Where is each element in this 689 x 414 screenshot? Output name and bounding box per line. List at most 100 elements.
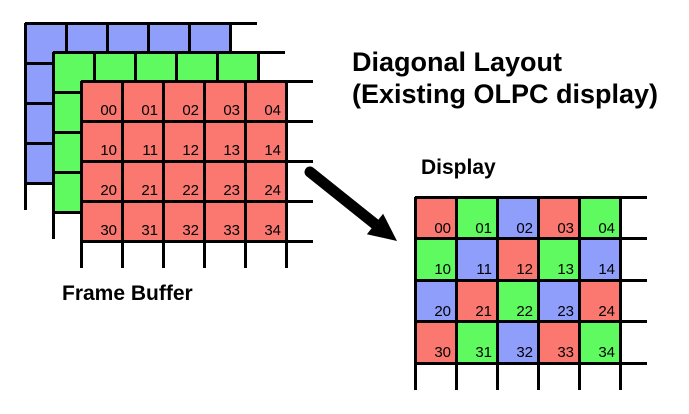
display-grid-line bbox=[415, 237, 647, 240]
display-cell-label-03: 03 bbox=[557, 219, 574, 237]
display-label: Display bbox=[421, 156, 496, 179]
display-cell-label-30: 30 bbox=[434, 344, 451, 361]
frame-buffer-red-cell-label-03: 03 bbox=[223, 102, 240, 119]
display-grid-line bbox=[415, 320, 647, 323]
frame-buffer-red-grid-line bbox=[81, 79, 313, 83]
display-grid-line bbox=[454, 197, 458, 390]
frame-buffer-red-cell-label-11: 11 bbox=[142, 142, 158, 159]
frame-buffer-red-cell-label-01: 01 bbox=[141, 102, 158, 119]
display-cell-30: 30 bbox=[415, 321, 456, 363]
display-cell-label-34: 34 bbox=[598, 344, 615, 361]
frame-buffer-red-grid-line bbox=[243, 81, 247, 268]
display-cell-02: 02 bbox=[497, 197, 538, 239]
display-cell-label-01: 01 bbox=[475, 219, 492, 237]
frame-buffer-red-grid-line bbox=[81, 159, 313, 163]
display-cell-21: 21 bbox=[456, 280, 497, 322]
frame-buffer-red-cell-label-34: 34 bbox=[264, 222, 281, 239]
frame-buffer-red-cell-label-02: 02 bbox=[182, 102, 199, 119]
display-cell-33: 33 bbox=[538, 321, 579, 363]
frame-buffer-red-grid-line bbox=[202, 81, 206, 268]
display-cell-13: 13 bbox=[538, 238, 579, 280]
display-cell-label-13: 13 bbox=[557, 261, 574, 278]
display-grid-line bbox=[577, 197, 581, 390]
frame-buffer-red-cell-label-20: 20 bbox=[100, 182, 117, 199]
frame-buffer-red-cell-label-31: 31 bbox=[141, 222, 158, 239]
frame-buffer-red-cell-14: 14 bbox=[245, 121, 286, 161]
frame-buffer-red-cell-32: 32 bbox=[163, 201, 204, 241]
frame-buffer-red-cell-13: 13 bbox=[204, 121, 245, 161]
frame-buffer-red-cell-label-32: 32 bbox=[182, 222, 199, 239]
display-grid-line bbox=[618, 197, 622, 390]
display-grid-line bbox=[415, 278, 647, 282]
frame-buffer-blue-grid-line bbox=[23, 23, 27, 210]
frame-buffer-red-cell-label-10: 10 bbox=[100, 142, 117, 159]
frame-buffer-red-cell-label-30: 30 bbox=[100, 222, 117, 239]
frame-buffer-red-cell-24: 24 bbox=[245, 161, 286, 201]
display-cell-01: 01 bbox=[456, 197, 497, 239]
frame-buffer-red-cell-10: 10 bbox=[81, 121, 122, 161]
display-cell-34: 34 bbox=[579, 321, 620, 363]
arrow-icon bbox=[304, 166, 397, 241]
display-cell-label-33: 33 bbox=[557, 344, 574, 361]
display-grid-line bbox=[415, 195, 647, 199]
frame-buffer-red-cell-11: 11 bbox=[122, 121, 163, 161]
frame-buffer-red-cell-label-21: 21 bbox=[141, 182, 158, 199]
display-cell-11: 11 bbox=[456, 238, 497, 280]
display-cell-23: 23 bbox=[538, 280, 579, 322]
display-cell-label-22: 22 bbox=[516, 302, 533, 320]
display-cell-14: 14 bbox=[579, 238, 620, 280]
display-cell-label-23: 23 bbox=[557, 302, 574, 320]
frame-buffer-red-grid-line bbox=[81, 239, 313, 243]
display-cell-00: 00 bbox=[415, 197, 456, 239]
frame-buffer-red-grid-line bbox=[81, 119, 313, 123]
display-grid-line bbox=[495, 197, 499, 390]
frame-buffer-green-grid-line bbox=[53, 50, 285, 54]
display-cell-32: 32 bbox=[497, 321, 538, 363]
frame-buffer-red-cell-03: 03 bbox=[204, 81, 245, 121]
frame-buffer-red-cell-02: 02 bbox=[163, 81, 204, 121]
display-cell-label-21: 21 bbox=[475, 302, 492, 320]
frame-buffer-red-cell-label-24: 24 bbox=[264, 182, 281, 199]
display-cell-label-32: 32 bbox=[516, 344, 533, 361]
display-grid-line bbox=[413, 197, 417, 390]
display-cell-22: 22 bbox=[497, 280, 538, 322]
diagram-title-line2: (Existing OLPC display) bbox=[352, 79, 659, 109]
frame-buffer-red-cell-34: 34 bbox=[245, 201, 286, 241]
frame-buffer-red-cell-04: 04 bbox=[245, 81, 286, 121]
frame-buffer-red-cell-label-23: 23 bbox=[223, 182, 240, 199]
frame-buffer-red-cell-01: 01 bbox=[122, 81, 163, 121]
frame-buffer-red-cell-31: 31 bbox=[122, 201, 163, 241]
frame-buffer-red-grid-line bbox=[161, 81, 165, 268]
frame-buffer-red-cell-00: 00 bbox=[81, 81, 122, 121]
display-grid-line bbox=[536, 197, 540, 390]
display-cell-label-11: 11 bbox=[476, 261, 492, 278]
display-cell-10: 10 bbox=[415, 238, 456, 280]
frame-buffer-label: Frame Buffer bbox=[62, 282, 193, 305]
display-cell-24: 24 bbox=[579, 280, 620, 322]
display-grid-line bbox=[415, 361, 647, 365]
frame-buffer-red-cell-label-04: 04 bbox=[264, 102, 281, 119]
frame-buffer-red-grid-line bbox=[81, 199, 313, 203]
display-cell-label-31: 31 bbox=[475, 344, 492, 361]
display-cell-label-00: 00 bbox=[434, 219, 451, 237]
frame-buffer-red-cell-label-12: 12 bbox=[182, 142, 199, 159]
frame-buffer-red-cell-label-00: 00 bbox=[100, 102, 117, 119]
frame-buffer-red-cell-33: 33 bbox=[204, 201, 245, 241]
diagram-title: Diagonal Layout (Existing OLPC display) bbox=[352, 46, 658, 110]
frame-buffer-red-cell-20: 20 bbox=[81, 161, 122, 201]
display-cell-31: 31 bbox=[456, 321, 497, 363]
frame-buffer-red-cell-21: 21 bbox=[122, 161, 163, 201]
display-cell-label-02: 02 bbox=[516, 219, 533, 237]
display-cell-label-12: 12 bbox=[516, 261, 533, 278]
display-cell-label-14: 14 bbox=[598, 261, 615, 278]
frame-buffer-green-grid-line bbox=[51, 52, 55, 239]
frame-buffer-red-grid-line bbox=[120, 81, 124, 268]
frame-buffer-red-cell-12: 12 bbox=[163, 121, 204, 161]
display-cell-label-10: 10 bbox=[434, 261, 451, 278]
frame-buffer-red-cell-label-33: 33 bbox=[223, 222, 240, 239]
frame-buffer-red-cell-23: 23 bbox=[204, 161, 245, 201]
display-cell-04: 04 bbox=[579, 197, 620, 239]
diagram-title-line1: Diagonal Layout bbox=[352, 47, 563, 77]
frame-buffer-blue-grid-line bbox=[25, 21, 257, 25]
